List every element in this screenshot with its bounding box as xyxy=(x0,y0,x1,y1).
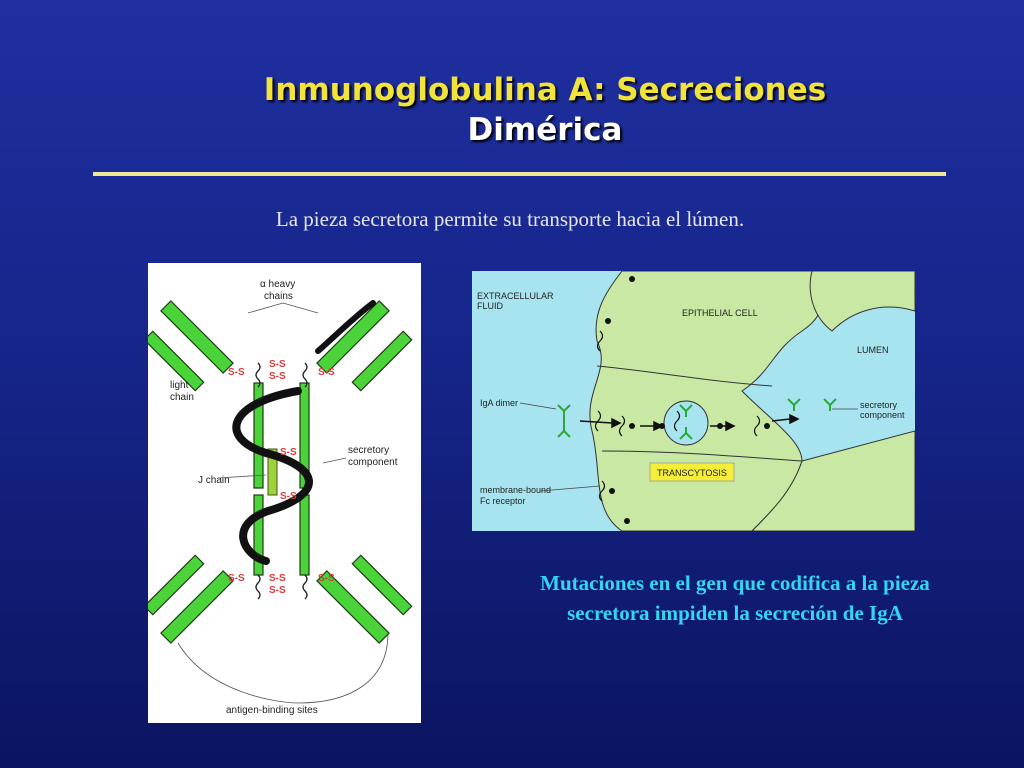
j-chain xyxy=(267,448,278,496)
disulfide-label: S-S xyxy=(269,573,286,584)
transcytosis-label: TRANSCYTOSIS xyxy=(657,468,727,478)
transcytosis-box xyxy=(649,462,735,482)
epithelial-cell-label: EPITHELIAL CELL xyxy=(682,308,758,318)
light-chain-bottom-right xyxy=(351,554,413,616)
iga-dimer xyxy=(679,404,693,440)
disulfide-label: S-S xyxy=(228,367,245,378)
neighbor-cell xyxy=(809,270,916,332)
iga-dimer-label: IgA dimer xyxy=(480,398,518,408)
heavy-chains-label: chains xyxy=(264,291,293,302)
disulfide-label: S-S xyxy=(269,585,286,596)
transcytosis-svg: EXTRACELLULAR FLUID EPITHELIAL CELL LUME… xyxy=(477,270,916,532)
antigen-binding-label: antigen-binding sites xyxy=(226,705,318,716)
slide-title: Inmunoglobulina A: Secreciones Dimérica xyxy=(0,70,1024,150)
extracellular-fluid-label: EXTRACELLULAR xyxy=(477,291,554,301)
lumen-label: LUMEN xyxy=(857,345,889,355)
light-chain-label: chain xyxy=(170,392,194,403)
extracellular-fluid-label: FLUID xyxy=(477,301,504,311)
disulfide-label: S-S xyxy=(228,573,245,584)
light-chain-top-right xyxy=(351,330,413,392)
heavy-stem-upper-left xyxy=(253,382,264,489)
caption-line-2: secretora impiden la secreción de IgA xyxy=(567,601,903,625)
disulfide-label: S-S xyxy=(280,447,297,458)
disulfide-label: S-S xyxy=(318,367,335,378)
heavy-chain-bottom-right xyxy=(316,570,390,644)
j-chain-label: J chain xyxy=(198,475,230,486)
disulfide-label: S-S xyxy=(280,491,297,502)
secretory-component-ribbon xyxy=(232,387,313,565)
secretory-component-label: secretory xyxy=(348,445,389,456)
disulfide-label: S-S xyxy=(269,359,286,370)
transport-vesicle xyxy=(663,400,709,446)
iga-dimer xyxy=(823,398,837,411)
slide-caption: Mutaciones en el gen que codifica a la p… xyxy=(470,568,1000,628)
iga-dimer xyxy=(557,404,571,438)
caption-line-1: Mutaciones en el gen que codifica a la p… xyxy=(540,571,930,595)
receptor-label: Fc receptor xyxy=(480,496,526,506)
disulfide-label: S-S xyxy=(269,371,286,382)
title-line-2: Dimérica xyxy=(467,112,623,148)
iga-dimer xyxy=(787,398,801,411)
transcytosis-diagram: EXTRACELLULAR FLUID EPITHELIAL CELL LUME… xyxy=(472,270,916,532)
heavy-chains-label: α heavy xyxy=(260,279,295,290)
light-chain-label: light xyxy=(170,380,189,391)
slide-subtitle: La pieza secretora permite su transporte… xyxy=(275,207,745,231)
iga-structure-diagram: S-S S-S S-S S-S S-S S-S S-S S-S S-S S-S … xyxy=(143,263,421,723)
heavy-chain-top-left xyxy=(160,300,234,374)
title-line-1: Inmunoglobulina A: Secreciones xyxy=(263,72,827,108)
iga-structure-svg: S-S S-S S-S S-S S-S S-S S-S S-S S-S S-S … xyxy=(143,279,413,716)
secretory-component-label-right: component xyxy=(860,410,905,420)
heavy-stem-lower-right xyxy=(299,494,310,576)
heavy-chain-top-right xyxy=(316,300,390,374)
secretory-component-label-right: secretory xyxy=(860,400,898,410)
disulfide-label: S-S xyxy=(318,573,335,584)
receptor-label: membrane-bound xyxy=(480,485,551,495)
light-chain-bottom-left xyxy=(143,554,205,616)
heavy-chain-bottom-left xyxy=(160,570,234,644)
light-chain-top-left xyxy=(143,330,205,392)
title-divider xyxy=(93,172,946,176)
secretory-component-label: component xyxy=(348,457,398,468)
